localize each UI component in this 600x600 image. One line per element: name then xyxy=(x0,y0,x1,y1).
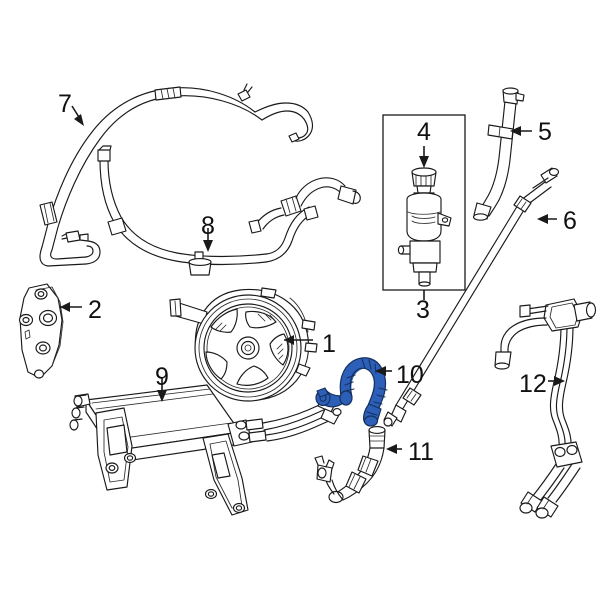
callout-label-3[interactable]: 3 xyxy=(416,296,430,324)
callout-leader-1 xyxy=(284,335,313,345)
callout-leader-7 xyxy=(71,105,84,126)
part-11-reservoir-supply-hose[interactable] xyxy=(314,426,386,504)
callout-label-11[interactable]: 11 xyxy=(408,438,434,466)
part-5-return-hose-upper[interactable] xyxy=(472,87,525,221)
part-6-pressure-tube-line[interactable] xyxy=(383,167,560,427)
callout-leader-2 xyxy=(60,302,82,312)
callout-leader-9 xyxy=(157,378,167,402)
callout-label-12[interactable]: 12 xyxy=(519,370,547,398)
callout-leader-12 xyxy=(548,376,565,386)
callout-label-6[interactable]: 6 xyxy=(563,207,577,235)
callout-label-2[interactable]: 2 xyxy=(88,296,102,324)
callout-leader-10 xyxy=(375,366,392,376)
callout-label-1[interactable]: 1 xyxy=(322,330,336,358)
part-7-pressure-hose-assembly[interactable] xyxy=(39,83,314,267)
part-2-pump-mounting-bracket[interactable] xyxy=(18,283,64,379)
callout-label-8[interactable]: 8 xyxy=(201,212,215,240)
callout-label-4[interactable]: 4 xyxy=(417,118,431,146)
callout-leader-6 xyxy=(537,214,557,224)
callout-leader-4 xyxy=(419,146,429,168)
callout-leader-5 xyxy=(510,126,532,136)
callout-label-10[interactable]: 10 xyxy=(396,361,424,389)
part-10-power-steering-return-hose[interactable] xyxy=(315,357,388,427)
callout-label-7[interactable]: 7 xyxy=(58,90,72,118)
part-12-cooler-tube-lines[interactable] xyxy=(494,298,597,519)
callout-leader-8 xyxy=(203,228,213,252)
part-8-return-hose-assembly[interactable] xyxy=(97,145,361,276)
callout-label-9[interactable]: 9 xyxy=(155,363,169,391)
part-1-power-steering-pump[interactable] xyxy=(169,287,318,402)
part-3-reservoir-assembly[interactable] xyxy=(397,192,452,287)
callout-label-5[interactable]: 5 xyxy=(538,118,552,146)
part-4-reservoir-cap[interactable] xyxy=(411,167,437,194)
part-9-power-steering-cooler[interactable] xyxy=(69,384,342,516)
callout-leader-11 xyxy=(386,444,402,454)
